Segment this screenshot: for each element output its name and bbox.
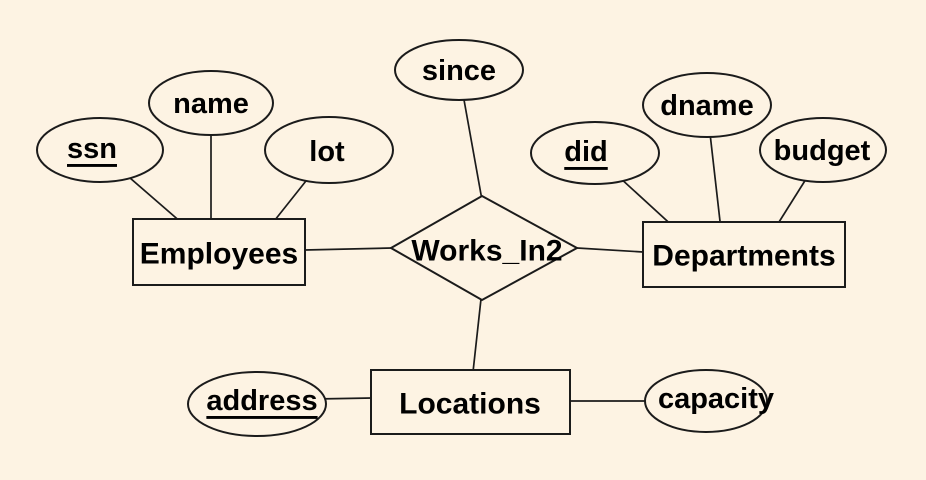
- entity-employees-box: [132, 218, 306, 286]
- connector-works-in2-departments: [576, 247, 644, 253]
- attribute-address-ellipse: [187, 371, 327, 437]
- attribute-since-label: since: [422, 55, 496, 87]
- attribute-dname-ellipse: [642, 72, 772, 138]
- attribute-address-label: address: [206, 385, 317, 417]
- attribute-did-ellipse: [530, 121, 660, 185]
- attribute-capacity-label: capacity: [658, 383, 774, 415]
- entity-locations-box: [370, 369, 571, 435]
- relationship-works-in2-label: Works_In2: [411, 235, 562, 268]
- attribute-lot-label: lot: [309, 136, 345, 168]
- attributes: [36, 39, 887, 437]
- attribute-since-ellipse: [394, 39, 524, 101]
- attribute-ssn-label: ssn: [67, 133, 117, 165]
- attribute-did-label: did: [564, 136, 608, 168]
- attribute-dname-label: dname: [660, 90, 753, 122]
- attribute-lot-ellipse: [264, 116, 394, 184]
- entity-departments-label: Departments: [652, 240, 835, 273]
- connector-employees-works-in2: [304, 247, 393, 251]
- attribute-budget-label: budget: [774, 135, 871, 167]
- entities: [132, 218, 846, 435]
- entity-departments-box: [642, 221, 846, 288]
- relationship-works-in2-diamond: [388, 194, 580, 302]
- attribute-name-label: name: [173, 88, 249, 120]
- labels: Employees Departments Locations Works_In…: [67, 55, 871, 421]
- attribute-capacity-ellipse: [644, 369, 768, 433]
- entity-locations-label: Locations: [399, 388, 541, 421]
- attribute-name-ellipse: [148, 70, 274, 136]
- attribute-budget-ellipse: [759, 117, 887, 183]
- entity-employees-label: Employees: [140, 238, 298, 271]
- connector-works-in2-locations: [472, 298, 482, 373]
- attribute-ssn-ellipse: [36, 117, 164, 183]
